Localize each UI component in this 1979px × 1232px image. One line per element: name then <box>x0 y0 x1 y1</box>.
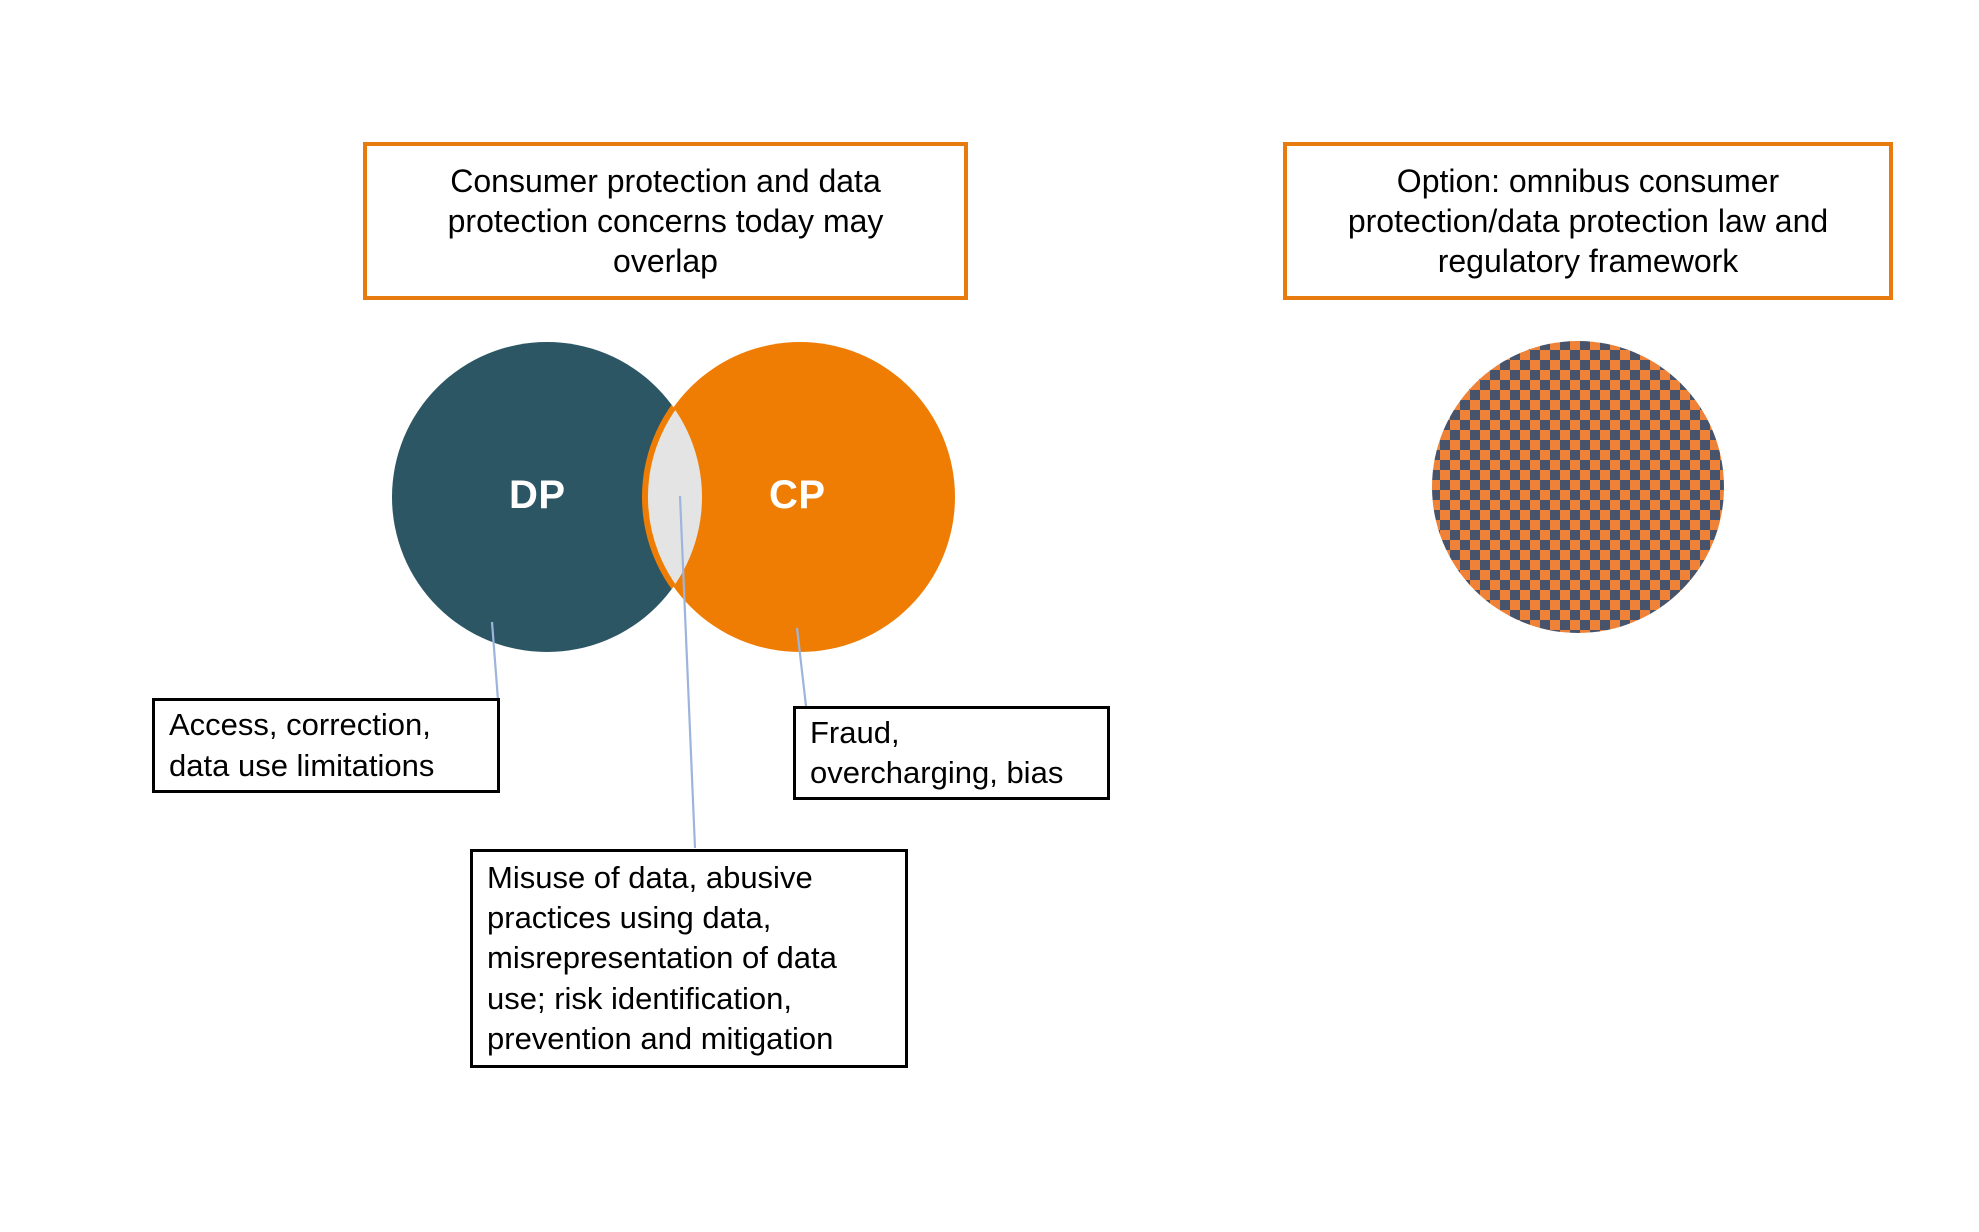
header-box-option-statement-text: Option: omnibus consumer protection/data… <box>1347 162 1829 280</box>
venn-label-cp: CP <box>769 473 826 517</box>
callout-box-overlap: Misuse of data, abusive practices using … <box>470 849 908 1068</box>
connector-line-dp <box>490 621 500 701</box>
callout-box-dp: Access, correction, data use limitations <box>152 698 500 793</box>
callout-box-overlap-text: Misuse of data, abusive practices using … <box>487 859 837 1056</box>
callout-box-cp: Fraud, overcharging, bias <box>793 706 1110 800</box>
checkered-circle-omnibus <box>1432 341 1724 633</box>
connector-lines-group <box>490 495 808 849</box>
callout-box-dp-text: Access, correction, data use limitations <box>169 707 435 783</box>
callout-box-cp-text: Fraud, overcharging, bias <box>810 714 1064 790</box>
header-box-option-statement: Option: omnibus consumer protection/data… <box>1283 142 1893 300</box>
header-box-overlap-statement: Consumer protection and data protection … <box>363 142 968 300</box>
connector-line-overlap <box>678 495 697 849</box>
header-box-overlap-statement-text: Consumer protection and data protection … <box>447 162 884 280</box>
venn-label-dp: DP <box>509 473 566 517</box>
connector-line-cp <box>795 627 808 707</box>
